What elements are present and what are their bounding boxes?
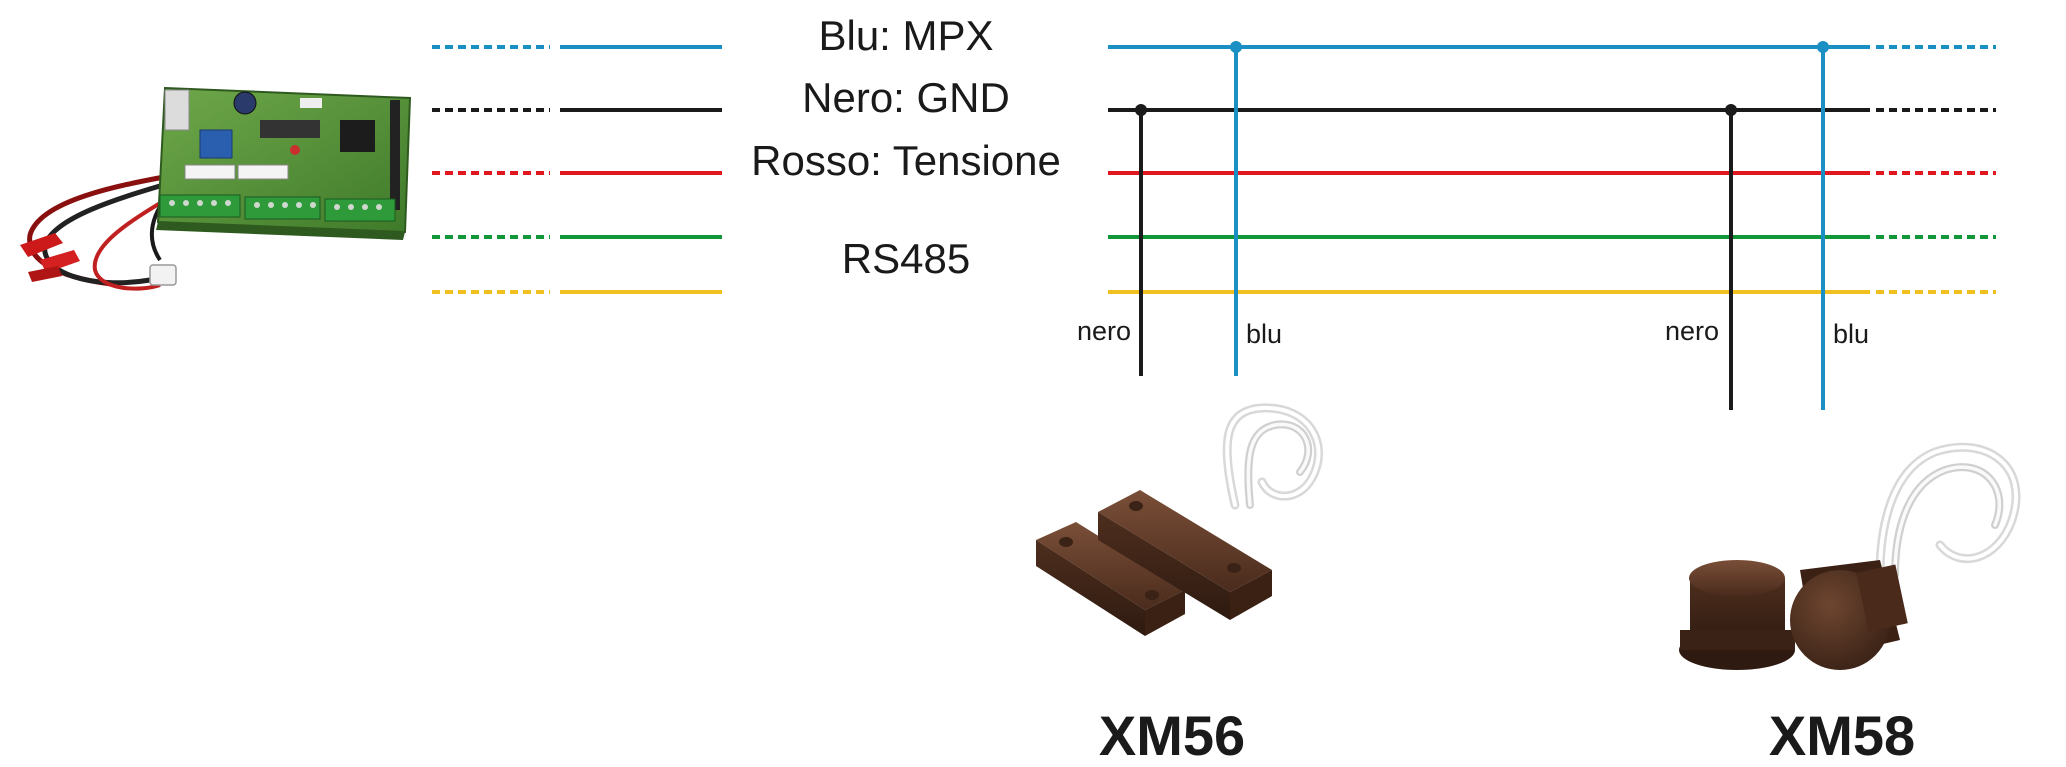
bus-right-segments <box>1108 45 1996 294</box>
tap-xm58-nero <box>1725 104 1737 410</box>
tap-label-xm56-blu: blu <box>1246 319 1282 349</box>
tap-xm56-nero <box>1135 104 1147 376</box>
xm58-sensor-image <box>1679 442 2021 670</box>
control-board-image <box>20 86 412 291</box>
bus-left-segments <box>432 45 722 294</box>
bus-label-nero: Nero: GND <box>802 74 1010 121</box>
bus-label-rs485: RS485 <box>842 235 970 282</box>
xm56-model-label: XM56 <box>1099 704 1245 767</box>
tap-xm56-blu <box>1230 41 1242 376</box>
tap-label-xm58-nero: nero <box>1665 316 1719 346</box>
tap-label-xm56-nero: nero <box>1077 316 1131 346</box>
tap-label-xm58-blu: blu <box>1833 319 1869 349</box>
xm56-sensor-image <box>1036 403 1324 636</box>
tap-xm58-blu <box>1817 41 1829 410</box>
xm58-model-label: XM58 <box>1769 704 1915 767</box>
bus-label-rosso: Rosso: Tensione <box>751 137 1061 184</box>
bus-label-blu: Blu: MPX <box>818 12 993 59</box>
